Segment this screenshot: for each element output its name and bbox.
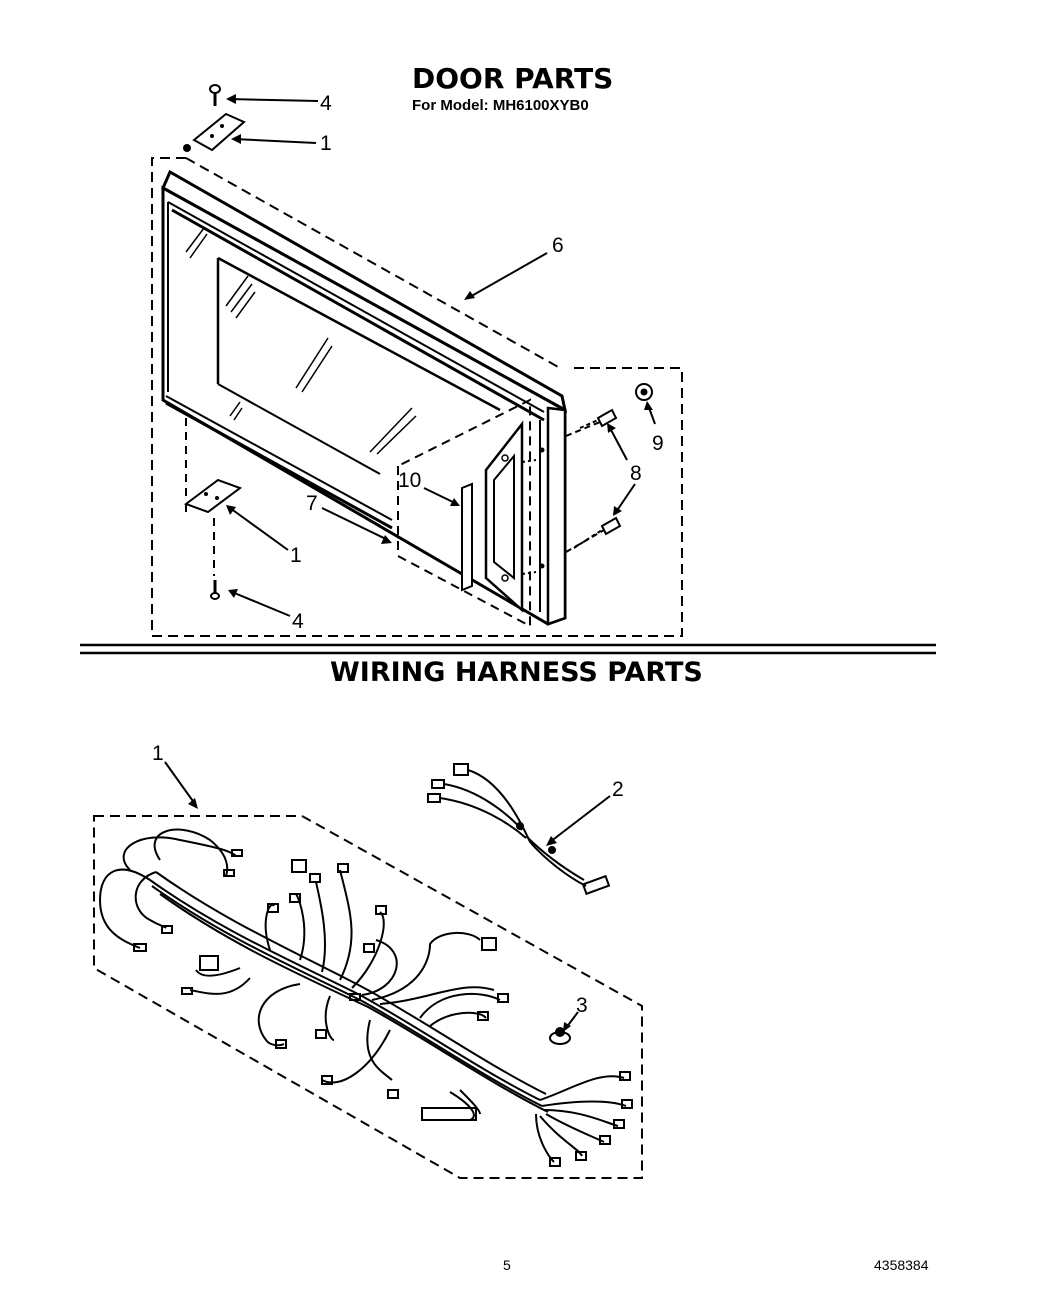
callout-nut-arrow [644,401,656,425]
nut-part [635,383,653,401]
model-subtitle: For Model: MH6100XYB0 [412,97,589,114]
harness-dashed-enclosure [93,815,643,1179]
callout-door-number: 6 [552,234,564,257]
handle-dashed-box [397,398,531,628]
callout-thermal-number: 3 [576,994,588,1017]
door-right-dash-2 [565,529,605,553]
wiring-parts-title: WIRING HARNESS PARTS [330,657,703,688]
handle-part [484,420,537,613]
lower-screw-part [573,516,622,549]
callout-main-harness-arrow [164,761,198,809]
thermal-part [549,1027,571,1045]
upper-screw-part [579,408,618,429]
callout-handle-trim-arrow [423,487,460,506]
callout-thermal-arrow [563,1011,579,1032]
door-dashed-enclosure [151,157,683,637]
callout-door-arrow [464,252,548,300]
bottom-hinge-part [183,478,243,514]
callout-bottom-screw-arrow [228,589,291,617]
door-enclosure-top-dash [185,157,561,369]
callout-top-hinge-number: 1 [320,132,332,155]
top-hinge-part [183,112,246,152]
callout-nut-number: 9 [652,432,664,455]
harness-terminals [133,849,633,1167]
callout-choke-arrow [321,507,392,544]
callout-top-screw-number: 4 [320,92,332,115]
handle-trim-strip [461,482,473,592]
page-number: 5 [503,1257,511,1273]
callout-choke-number: 7 [306,492,318,515]
callout-sub-harness-arrow [546,795,611,846]
sub-harness-part [427,763,611,896]
callout-top-hinge-arrow [231,134,317,144]
top-screw-part [209,84,221,106]
document-number: 4358384 [874,1257,929,1273]
callout-sub-harness-number: 2 [612,778,624,801]
callout-bottom-hinge-number: 1 [290,544,302,567]
door-right-dash-1 [565,421,601,437]
callout-bottom-screw-number: 4 [292,610,304,633]
callout-screws-arrows [607,423,636,516]
callout-main-harness-number: 1 [152,742,164,765]
callout-top-screw-arrow [226,94,319,104]
main-harness-part [98,828,627,1163]
callout-handle-trim-number: 10 [398,469,421,492]
bottom-screw-part [210,580,220,600]
door-parts-title: DOOR PARTS [412,62,613,95]
callout-screws-number: 8 [630,462,642,485]
callout-bottom-hinge-arrow [226,505,289,551]
